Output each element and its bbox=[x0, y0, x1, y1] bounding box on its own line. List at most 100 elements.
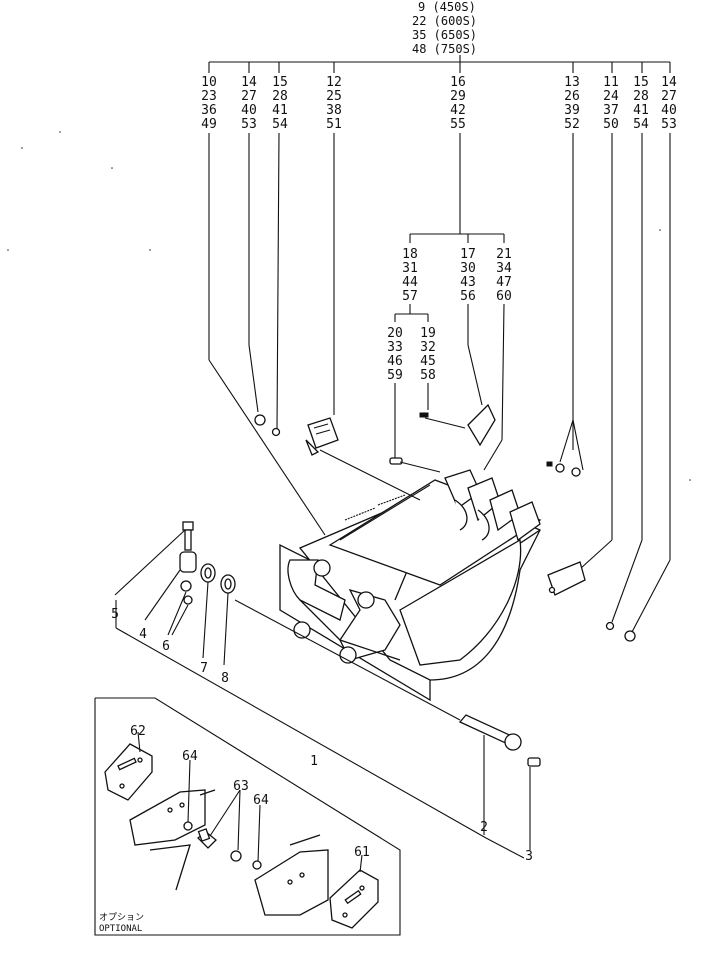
column-8: 14 27 40 53 bbox=[661, 75, 677, 132]
side-cutter-right bbox=[547, 561, 586, 596]
tooth-pin bbox=[389, 457, 441, 473]
sub-0-1: 31 bbox=[402, 261, 418, 276]
sub-0-2: 44 bbox=[402, 275, 418, 290]
shim-part bbox=[200, 563, 216, 583]
bushing-part bbox=[179, 551, 197, 573]
col-5-1: 26 bbox=[564, 89, 580, 104]
col-7-0: 15 bbox=[633, 75, 649, 90]
callout-labels: 5 4 6 7 8 1 2 3 bbox=[111, 607, 533, 864]
subsub-0-0: 20 bbox=[387, 326, 403, 341]
sub-2-3: 60 bbox=[496, 289, 512, 304]
col-4-2: 42 bbox=[450, 103, 466, 118]
header-ref-1: 22 (600S) bbox=[412, 14, 477, 28]
subsub-0-3: 59 bbox=[387, 368, 403, 383]
col-5-3: 52 bbox=[564, 117, 580, 132]
col-7-2: 41 bbox=[633, 103, 649, 118]
bucket-boss-left bbox=[287, 559, 346, 621]
col-0-2: 36 bbox=[201, 103, 217, 118]
callout-5: 5 bbox=[111, 607, 119, 622]
leader-lines bbox=[208, 132, 671, 633]
callout-61: 61 bbox=[354, 845, 370, 860]
callout-4: 4 bbox=[139, 627, 147, 642]
bucket-assembly bbox=[279, 469, 542, 702]
subsub-1-2: 45 bbox=[420, 354, 436, 369]
col-6-0: 11 bbox=[603, 75, 619, 90]
nut-part bbox=[180, 580, 193, 605]
subsub-1-0: 19 bbox=[420, 326, 436, 341]
col-6-2: 37 bbox=[603, 103, 619, 118]
sub-1-0: 17 bbox=[460, 247, 476, 262]
col-1-3: 53 bbox=[241, 117, 257, 132]
col-3-3: 51 bbox=[326, 117, 342, 132]
sub-sub-bracket bbox=[394, 304, 429, 322]
column-3: 12 25 38 51 bbox=[326, 75, 342, 132]
column-6: 11 24 37 50 bbox=[603, 75, 619, 132]
sub-column-2: 21 34 47 60 bbox=[496, 247, 512, 304]
header-ref-3: 48 (750S) bbox=[412, 42, 477, 56]
optional-label-en: OPTIONAL bbox=[99, 924, 142, 934]
col-0-0: 10 bbox=[201, 75, 217, 90]
callout-64b: 64 bbox=[253, 793, 269, 808]
washer-left bbox=[271, 427, 281, 437]
top-bracket bbox=[208, 55, 671, 73]
col-8-1: 27 bbox=[661, 89, 677, 104]
col-7-3: 54 bbox=[633, 117, 649, 132]
callout-64a: 64 bbox=[182, 749, 198, 764]
col-6-3: 50 bbox=[603, 117, 619, 132]
column-7: 15 28 41 54 bbox=[633, 75, 649, 132]
sub-column-0: 18 31 44 57 bbox=[402, 247, 418, 304]
sub-1-3: 56 bbox=[460, 289, 476, 304]
col-7-1: 28 bbox=[633, 89, 649, 104]
header-refs: 9 (450S) 22 (600S) 35 (650S) 48 (750S) bbox=[412, 0, 477, 56]
callout-1: 1 bbox=[310, 754, 318, 769]
callout-63: 63 bbox=[233, 779, 249, 794]
sub-2-2: 47 bbox=[496, 275, 512, 290]
col-1-2: 40 bbox=[241, 103, 257, 118]
subsub-1-3: 58 bbox=[420, 368, 436, 383]
callout-62: 62 bbox=[130, 724, 146, 739]
nut-right bbox=[624, 630, 636, 642]
callout-7: 7 bbox=[200, 661, 208, 676]
pin-part bbox=[458, 714, 522, 751]
col-0-1: 23 bbox=[201, 89, 217, 104]
header-ref-0: 9 (450S) bbox=[418, 0, 476, 14]
boss-hole-upper bbox=[313, 559, 331, 577]
link-hole-upper bbox=[357, 591, 375, 609]
lock-part bbox=[527, 757, 541, 767]
header-ref-2: 35 (650S) bbox=[412, 28, 477, 42]
speckles bbox=[7, 131, 691, 481]
sub-0-0: 18 bbox=[402, 247, 418, 262]
sub-0-3: 57 bbox=[402, 289, 418, 304]
col-2-2: 41 bbox=[272, 103, 288, 118]
link-hole-lower bbox=[339, 646, 357, 664]
optional-label-jp: オプション bbox=[99, 912, 144, 923]
col-6-1: 24 bbox=[603, 89, 619, 104]
inset-nut-64a: 64 bbox=[182, 749, 198, 831]
column-2: 15 28 41 54 bbox=[272, 75, 288, 132]
inset-bolt-63: 63 bbox=[197, 779, 249, 862]
col-1-0: 14 bbox=[241, 75, 257, 90]
col-0-3: 49 bbox=[201, 117, 217, 132]
inset-right-edge bbox=[254, 834, 329, 916]
bucket-teeth bbox=[444, 469, 541, 542]
bolts-right bbox=[546, 461, 581, 477]
washer-part bbox=[220, 574, 236, 594]
bolt-part bbox=[182, 521, 194, 551]
callout-leaders bbox=[114, 529, 531, 859]
sub-column-1: 17 30 43 56 bbox=[460, 247, 476, 304]
subsub-0-2: 46 bbox=[387, 354, 403, 369]
inset-bucket-edge bbox=[129, 789, 216, 891]
col-4-1: 29 bbox=[450, 89, 466, 104]
nut-left bbox=[254, 414, 266, 426]
inset-nut-64b: 64 bbox=[252, 793, 269, 870]
subsub-1-1: 32 bbox=[420, 340, 436, 355]
side-cutter-left bbox=[305, 417, 421, 501]
col-5-0: 13 bbox=[564, 75, 580, 90]
col-2-1: 28 bbox=[272, 89, 288, 104]
col-5-2: 39 bbox=[564, 103, 580, 118]
subsub-0-1: 33 bbox=[387, 340, 403, 355]
col-2-0: 15 bbox=[272, 75, 288, 90]
callout-2: 2 bbox=[480, 820, 488, 835]
column-5: 13 26 39 52 bbox=[564, 75, 580, 132]
column-4: 16 29 42 55 bbox=[450, 75, 466, 132]
